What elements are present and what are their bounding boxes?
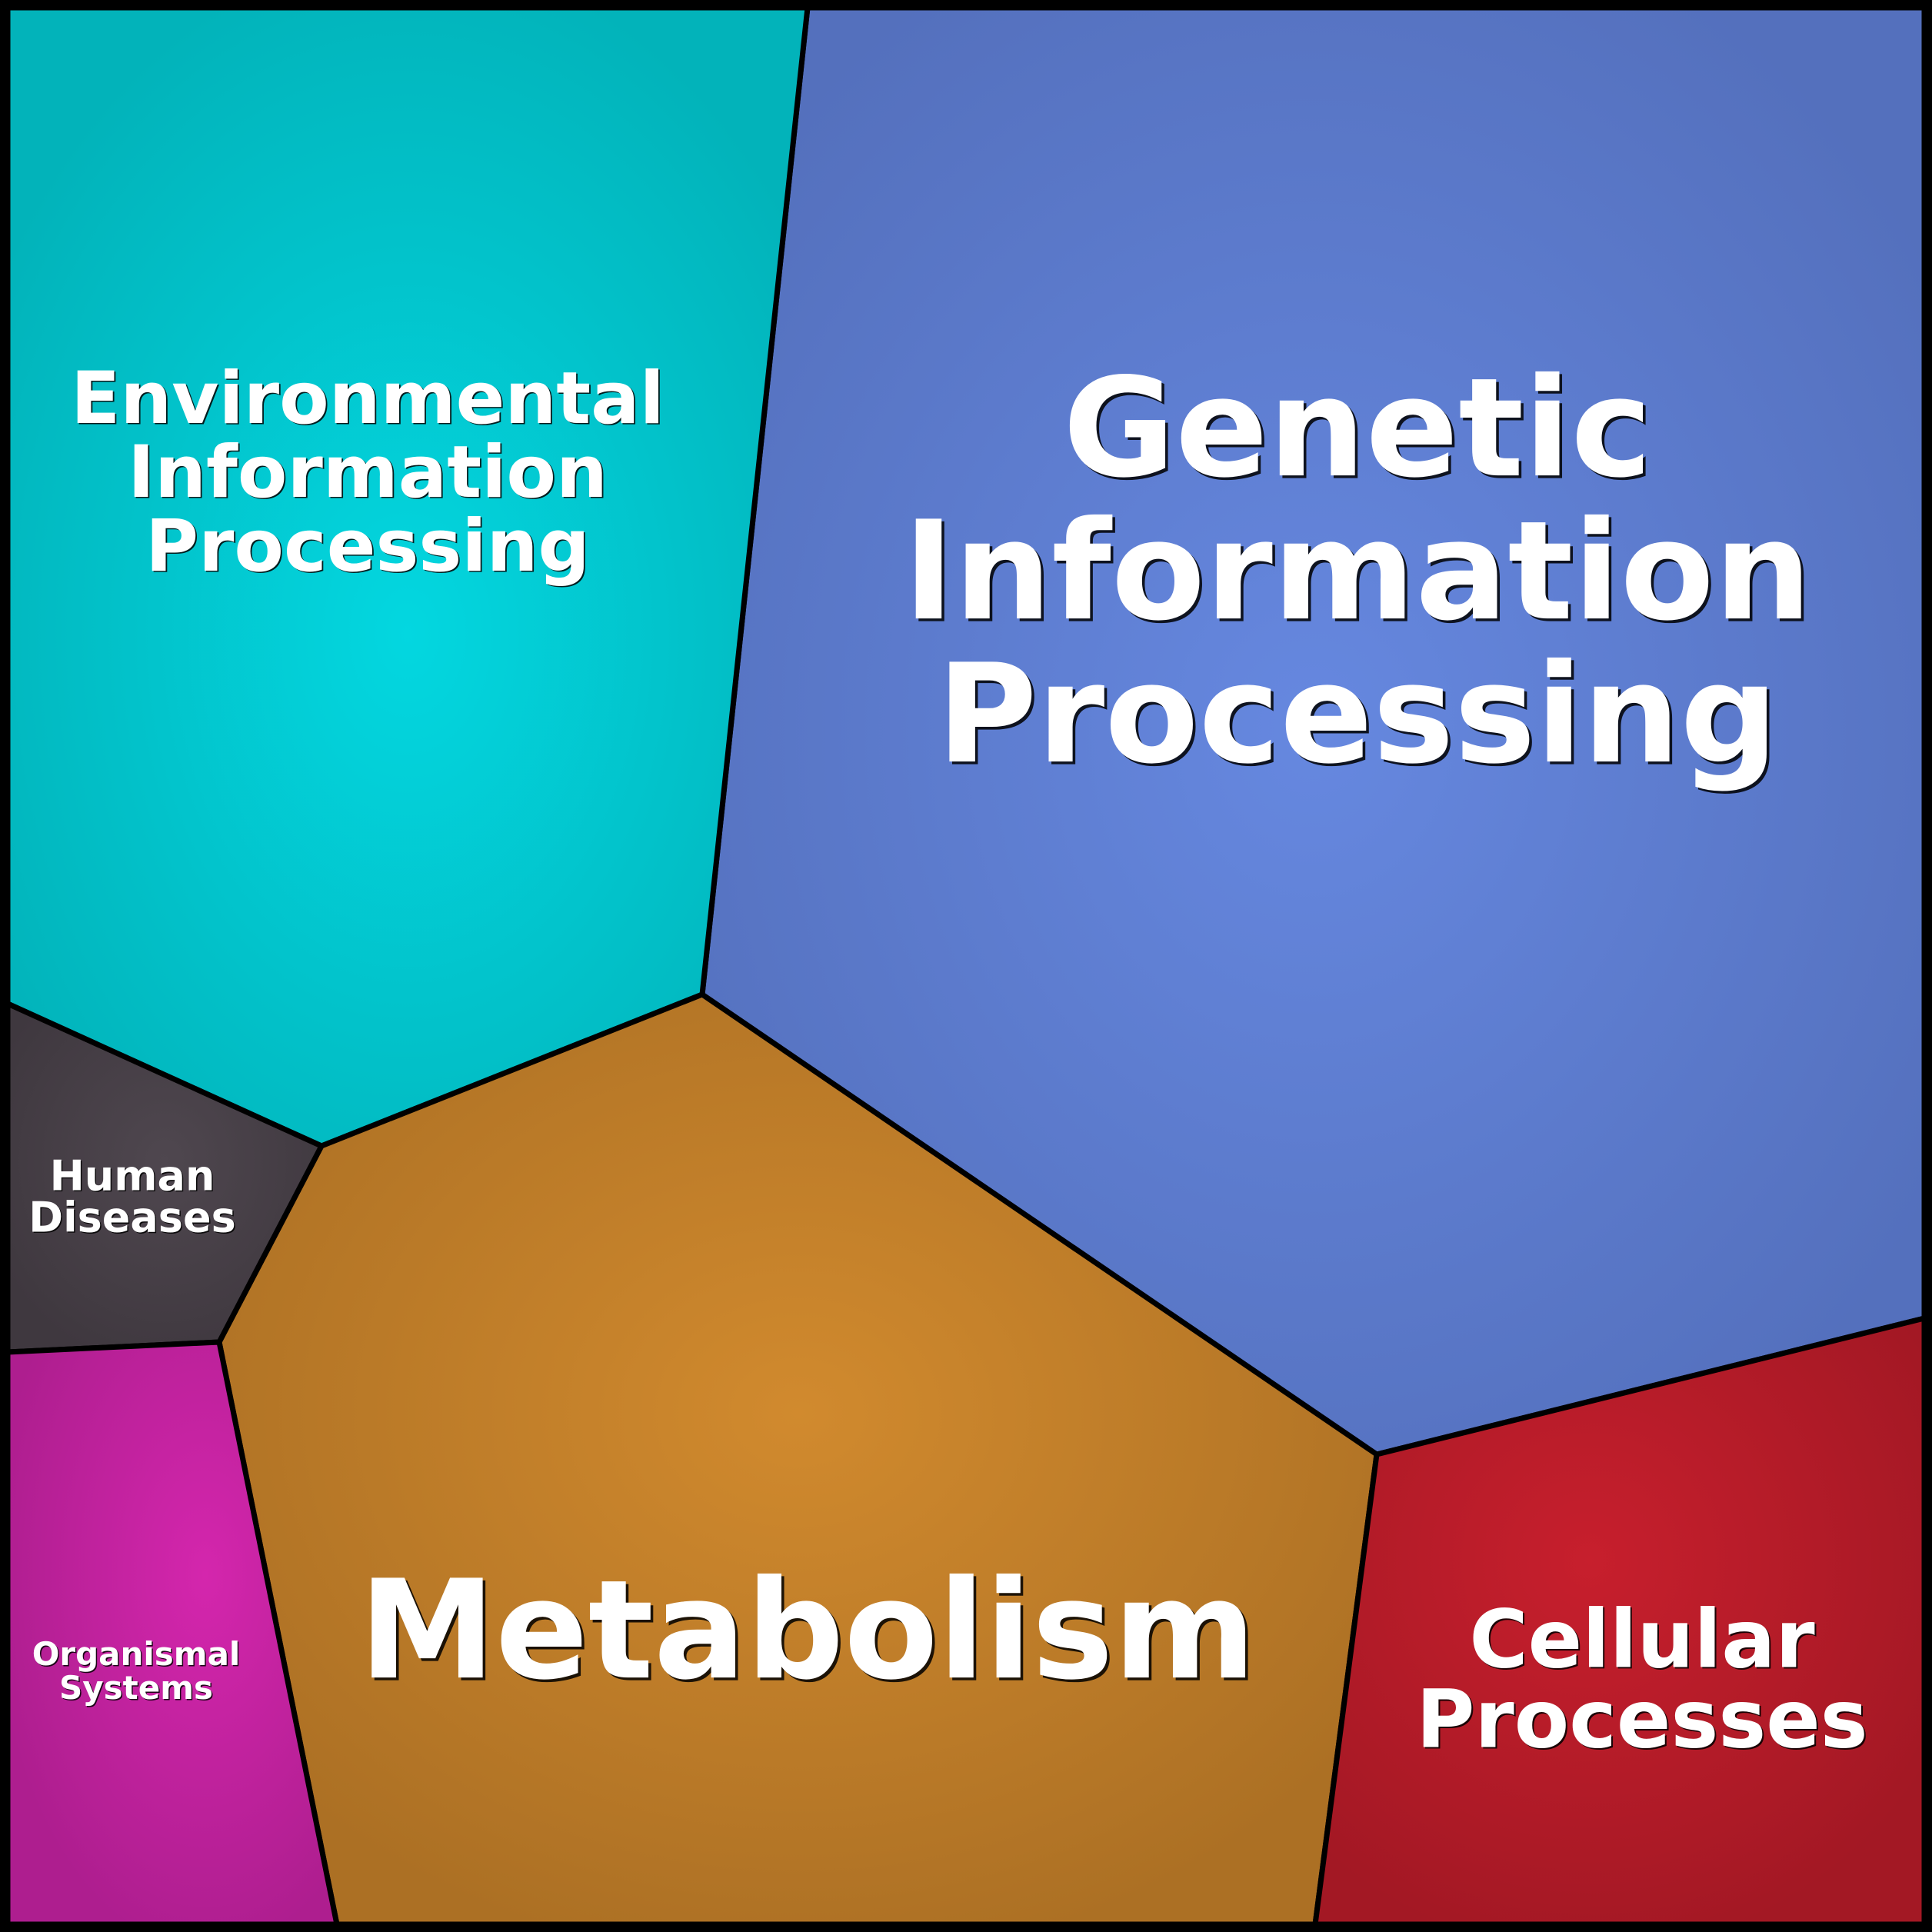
cell-organismal[interactable] — [5, 1339, 340, 1927]
label-line: Systems — [59, 1669, 213, 1707]
label-shadow: Processing — [940, 638, 1781, 797]
label-line: Organismal — [32, 1635, 241, 1673]
label-shadow: Processing — [147, 506, 591, 590]
label-genetic: GeneticGeneticInformationInformationProc… — [903, 348, 1814, 797]
label-line: Information — [128, 431, 608, 515]
label-line: Metabolism — [359, 1551, 1256, 1710]
label-shadow: Information — [129, 432, 609, 516]
label-shadow: Cellular — [1471, 1594, 1816, 1688]
label-shadow: Human — [51, 1153, 216, 1201]
label-line: Environmental — [71, 357, 665, 441]
label-shadow: Organismal — [33, 1637, 242, 1674]
label-line: Information — [903, 491, 1811, 651]
label-line: Cellular — [1469, 1592, 1814, 1686]
label-shadow: Processes — [1417, 1674, 1869, 1768]
label-line: Processes — [1416, 1672, 1867, 1766]
label-shadow: Information — [906, 495, 1814, 654]
label-environmental: EnvironmentalEnvironmentalInformationInf… — [71, 357, 666, 590]
label-shadow: Diseases — [30, 1194, 237, 1243]
label-shadow: Metabolism — [361, 1554, 1258, 1713]
label-line: Processing — [145, 505, 590, 588]
label-shadow: Environmental — [72, 358, 666, 442]
label-line: Diseases — [28, 1193, 235, 1241]
label-shadow: Systems — [61, 1671, 215, 1708]
label-line: Processing — [937, 635, 1778, 794]
label-shadow: Genetic — [1066, 351, 1655, 511]
cell-cellular[interactable] — [1312, 1315, 1927, 1927]
label-line: Human — [50, 1151, 215, 1200]
label-line: Genetic — [1063, 348, 1652, 508]
